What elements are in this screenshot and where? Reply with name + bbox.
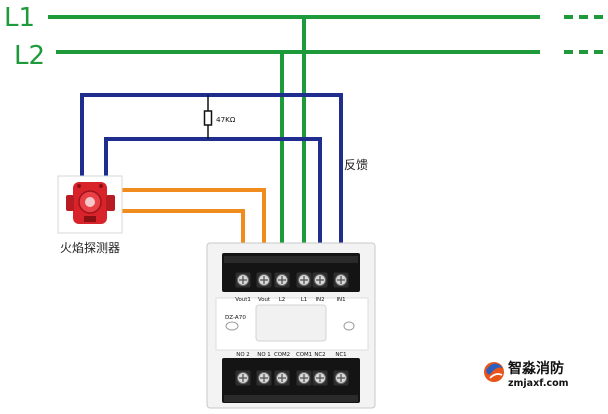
feedback-wire-outer <box>80 93 343 276</box>
top-terminal-label: Vout1 <box>235 297 251 303</box>
resistor-label: 47KΩ <box>216 115 236 124</box>
bus-l2-label: L2 <box>14 41 45 71</box>
feedback-wire-inner <box>104 137 322 276</box>
resistor <box>203 110 213 126</box>
bottom-screw-0 <box>235 370 251 386</box>
detector-label: 火焰探测器 <box>60 240 120 255</box>
bottom-screw-1 <box>256 370 272 386</box>
top-terminal-label: Vout <box>258 297 270 303</box>
bus-l1-label: L1 <box>4 3 35 33</box>
bottom-screw-4 <box>312 370 328 386</box>
top-terminal-label: L1 <box>301 297 307 303</box>
bottom-screw-3 <box>296 370 312 386</box>
top-terminal-label: IN2 <box>315 297 324 303</box>
input-output-module <box>206 242 376 409</box>
top-terminal-screws <box>235 272 349 288</box>
flame-detector-icon <box>57 175 123 234</box>
bottom-screw-2 <box>274 370 290 386</box>
top-screw-3 <box>296 272 312 288</box>
top-screw-2 <box>274 272 290 288</box>
top-terminal-labels: Vout1 Vout L2 L1 IN2 IN1 <box>235 297 345 303</box>
bottom-screw-5 <box>333 370 349 386</box>
top-terminal-label: L2 <box>279 297 285 303</box>
logo-url: zmjaxf.com <box>508 378 569 389</box>
logo-name: 智淼消防 <box>507 360 564 377</box>
module-model-label: DZ-A70 <box>225 315 246 321</box>
bottom-terminal-label: NC2 <box>314 352 325 358</box>
top-terminal-label: IN1 <box>336 297 345 303</box>
bottom-terminal-label: NO 1 <box>257 352 270 358</box>
top-screw-5 <box>333 272 349 288</box>
top-screw-0 <box>235 272 251 288</box>
feedback-label: 反馈 <box>344 158 368 172</box>
bottom-terminal-label: COM2 <box>274 352 290 358</box>
brand-logo <box>484 362 504 382</box>
bottom-terminal-label: NO 2 <box>236 352 249 358</box>
bottom-terminal-label: NC1 <box>335 352 346 358</box>
top-screw-4 <box>312 272 328 288</box>
bottom-terminal-label: COM1 <box>296 352 312 358</box>
top-screw-1 <box>256 272 272 288</box>
bottom-terminal-screws <box>235 370 349 386</box>
